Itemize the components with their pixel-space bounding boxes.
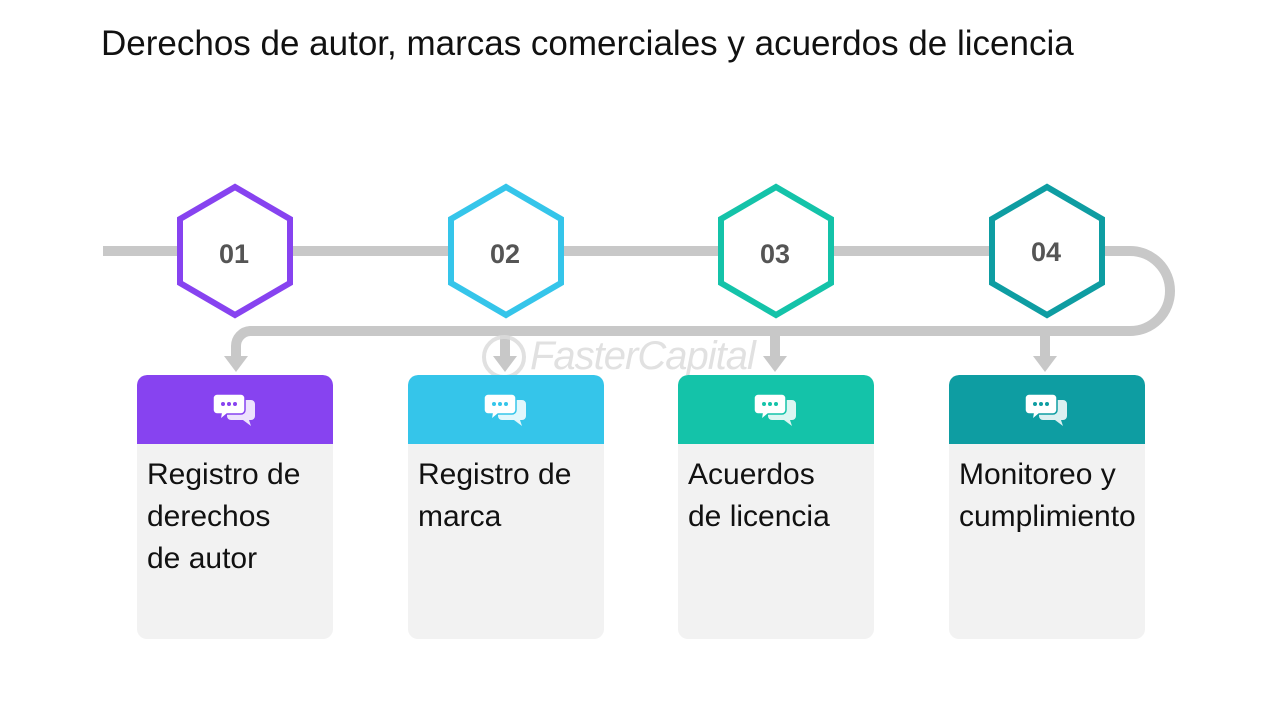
- step-number-3: 03: [760, 239, 790, 269]
- card-header-1: [137, 375, 333, 444]
- step-number-4: 04: [1031, 237, 1061, 267]
- watermark-logo: FasterCapital: [482, 334, 756, 379]
- step-card-4: Monitoreo y cumplimiento: [949, 375, 1145, 639]
- card-text-2: Registro de marca: [418, 458, 572, 533]
- step-hexagon-3: [718, 183, 834, 319]
- step-number-1: 01: [219, 239, 249, 269]
- chat-bubbles-icon: [754, 392, 796, 426]
- card-header-2: [408, 375, 604, 444]
- card-text-1: Registro de derechos de autor: [147, 458, 301, 575]
- step-hexagon-2: [448, 183, 564, 319]
- step-hexagon-4: [989, 183, 1105, 319]
- chat-bubbles-icon: [1025, 392, 1067, 426]
- page-title: Derechos de autor, marcas comerciales y …: [101, 24, 1074, 63]
- card-text-4: Monitoreo y cumplimiento: [959, 458, 1136, 533]
- step-number-2: 02: [490, 239, 520, 269]
- card-header-4: [949, 375, 1145, 444]
- arrow-head-4: [1033, 356, 1057, 372]
- card-header-3: [678, 375, 874, 444]
- return-connector-path: [230, 246, 1175, 358]
- watermark-icon: [482, 334, 526, 379]
- card-text-3: Acuerdos de licencia: [688, 458, 830, 533]
- watermark-text: FasterCapital: [530, 334, 756, 378]
- step-card-3: Acuerdos de licencia: [678, 375, 874, 639]
- step-hexagon-1: [177, 183, 293, 319]
- step-card-1: Registro de derechos de autor: [137, 375, 333, 639]
- chat-bubbles-icon: [213, 392, 255, 426]
- arrow-head-3: [763, 356, 787, 372]
- arrow-head-1: [224, 356, 248, 372]
- chat-bubbles-icon: [484, 392, 526, 426]
- step-card-2: Registro de marca: [408, 375, 604, 639]
